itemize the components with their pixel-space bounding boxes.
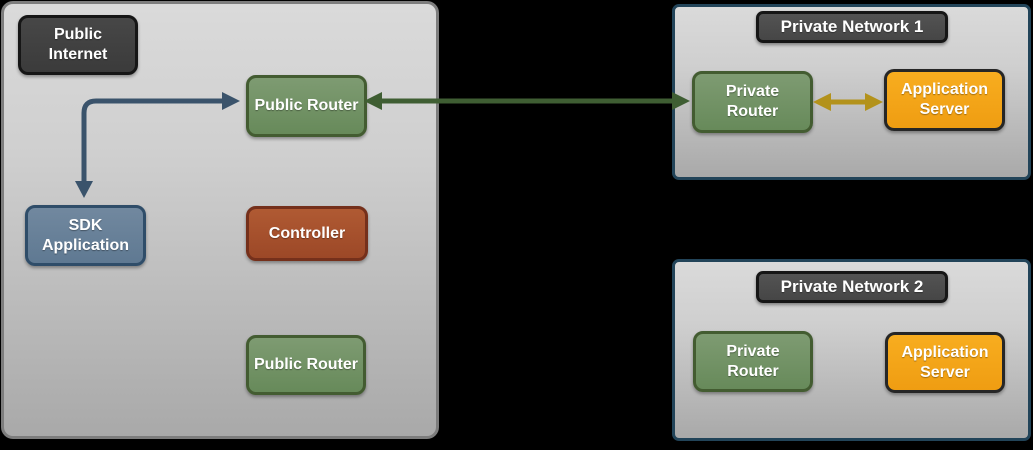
node-public-router-bottom: Public Router xyxy=(246,335,366,395)
zone-title-private-network-2: Private Network 2 xyxy=(756,271,948,303)
zone-title-label: Private Network 2 xyxy=(780,277,924,296)
node-sdk-application: SDK Application xyxy=(25,205,146,266)
node-controller: Controller xyxy=(246,206,368,261)
node-public-internet-label: Public Internet xyxy=(18,15,138,75)
node-label: Private Router xyxy=(726,342,780,380)
node-label: SDK Application xyxy=(41,216,130,254)
node-label: Public Router xyxy=(254,356,359,373)
zone-title-label: Private Network 1 xyxy=(780,17,924,36)
node-pn2-private-router: Private Router xyxy=(693,331,813,392)
node-pn1-private-router: Private Router xyxy=(692,71,813,133)
node-label: Private Router xyxy=(725,83,780,120)
zone-title-private-network-1: Private Network 1 xyxy=(756,11,948,43)
zone-public-internet: Public Internet Public Router SDK Applic… xyxy=(1,1,439,439)
node-label: Public Router xyxy=(254,97,359,114)
node-pn2-application-server: Application Server xyxy=(885,332,1005,393)
node-label: Application Server xyxy=(900,81,989,118)
node-label: Application Server xyxy=(901,343,989,381)
node-pn1-application-server: Application Server xyxy=(884,69,1005,131)
node-label: Controller xyxy=(268,224,346,242)
node-public-router-top: Public Router xyxy=(246,75,367,137)
node-label: Public Internet xyxy=(48,26,108,63)
